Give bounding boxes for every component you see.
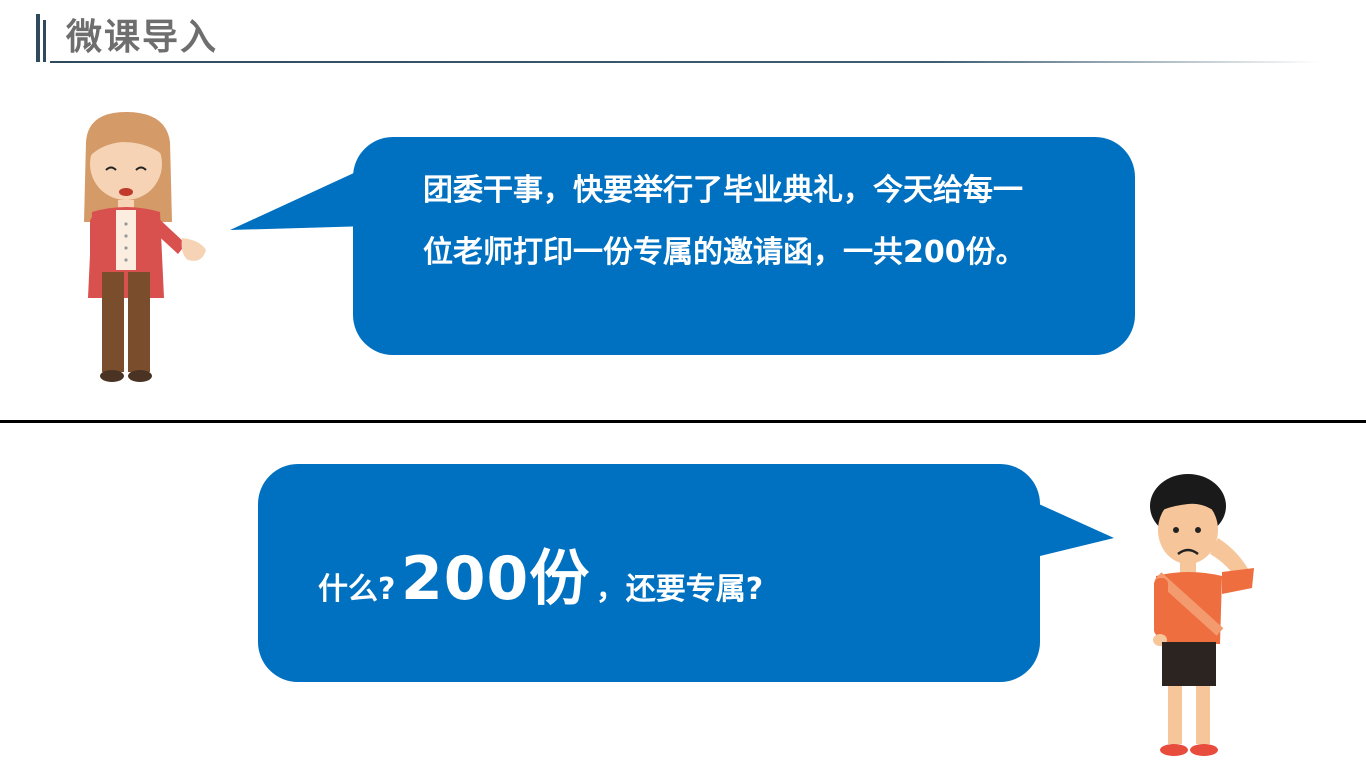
title-underline bbox=[50, 61, 1320, 63]
speech-bubble-bottom bbox=[258, 464, 1040, 682]
speech-suffix: ，还要专属? bbox=[595, 572, 764, 607]
speech-bubble-top-text: 团委干事，快要举行了毕业典礼，今天给每一 位老师打印一份专属的邀请函，一共200… bbox=[423, 160, 1123, 284]
speech-line-2: 位老师打印一份专属的邀请函，一共200份。 bbox=[423, 235, 1026, 270]
teacher-woman-icon bbox=[84, 112, 206, 382]
page-title: 微课导入 bbox=[66, 17, 219, 58]
student-boy-icon bbox=[1150, 474, 1254, 756]
speech-bubble-bottom-text: 什么? 200份 ，还要专属? bbox=[318, 530, 763, 617]
speech-prefix: 什么? bbox=[318, 572, 396, 607]
section-divider bbox=[0, 420, 1366, 423]
speech-emphasis: 200份 bbox=[400, 544, 591, 614]
speech-bubble-top bbox=[353, 137, 1135, 355]
bubble-bottom-tail bbox=[1030, 500, 1114, 556]
speech-line-1: 团委干事，快要举行了毕业典礼，今天给每一 bbox=[423, 173, 1023, 208]
bubble-top-tail bbox=[230, 172, 370, 230]
title-marker-icon bbox=[36, 14, 46, 62]
